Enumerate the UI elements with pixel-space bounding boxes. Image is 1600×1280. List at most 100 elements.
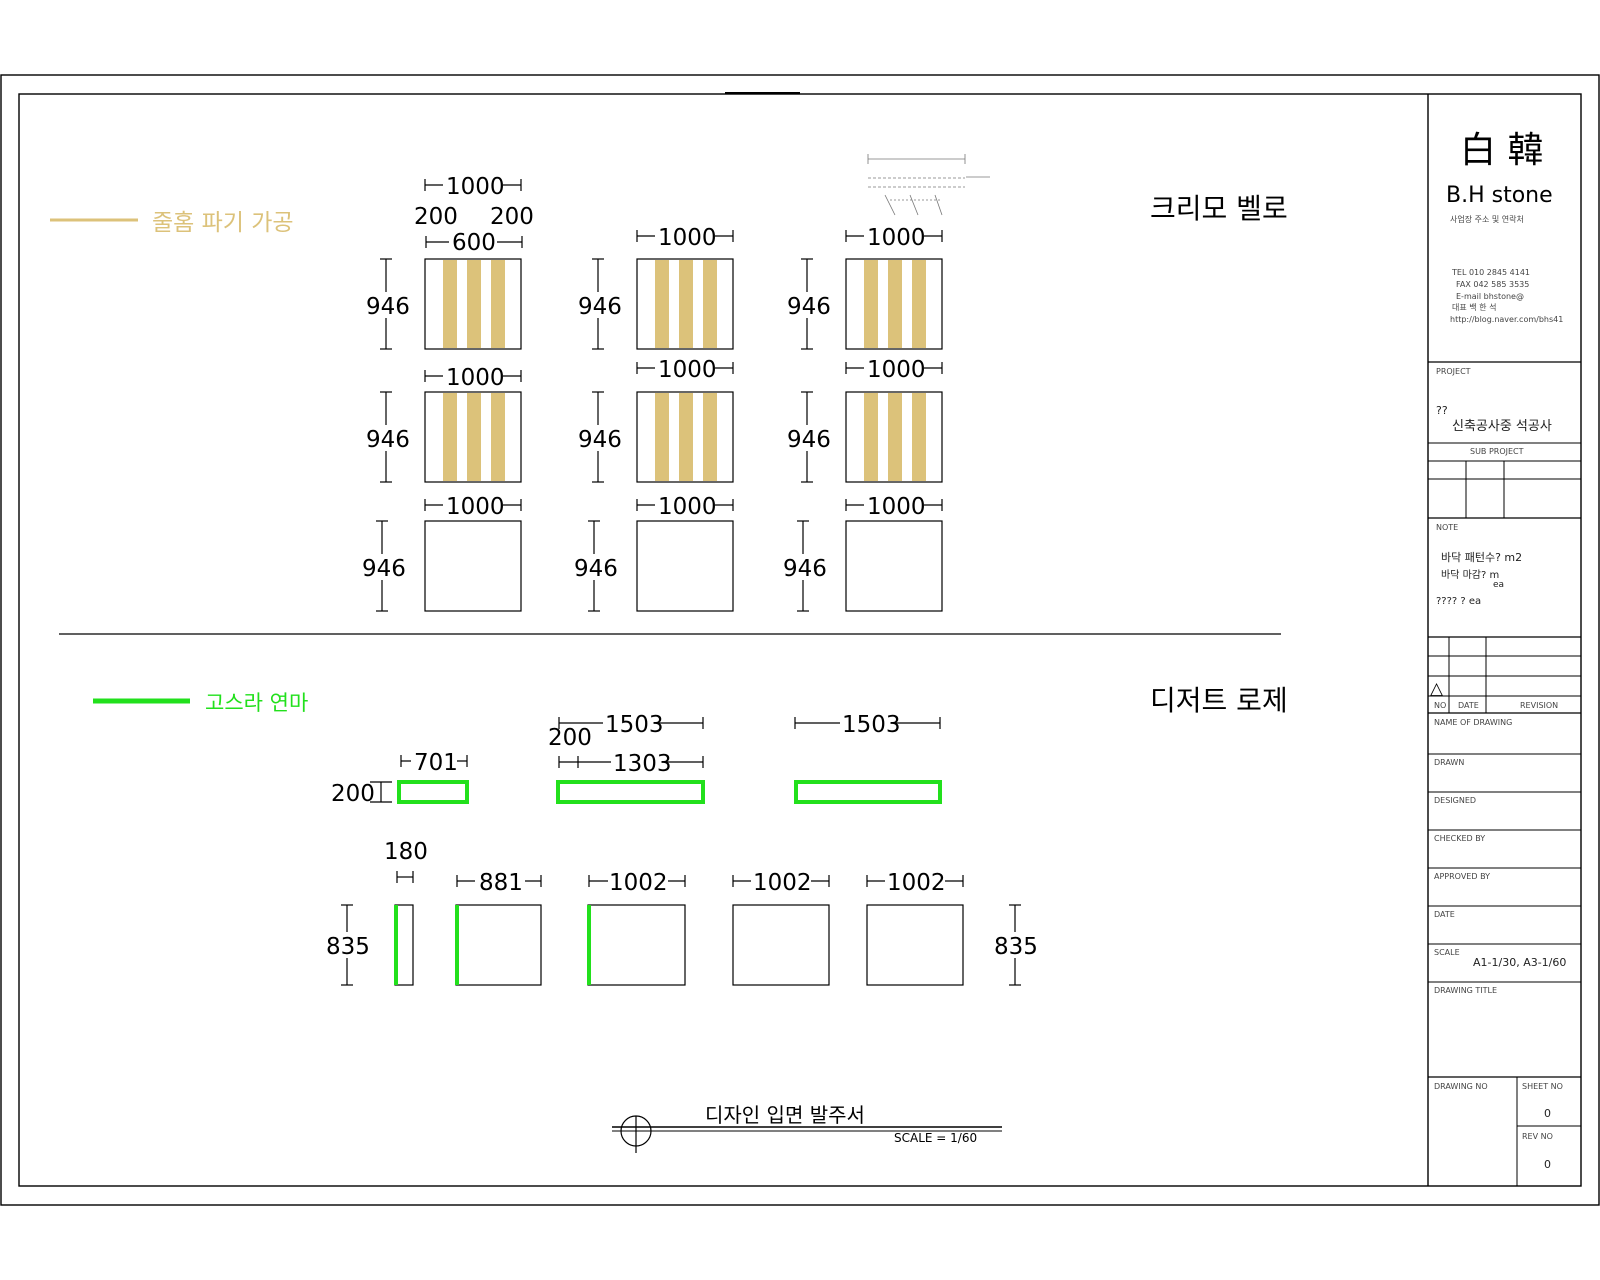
revision-triangle: △: [1430, 679, 1444, 699]
field-drawing-title: DRAWING TITLE: [1434, 986, 1497, 995]
project-name: 신축공사중 석공사: [1452, 419, 1552, 434]
groove-strip: [491, 260, 505, 348]
note-line-2: ???? ? ea: [1436, 596, 1481, 607]
rev-header-revision: REVISION: [1520, 701, 1558, 710]
tile-c2-r3: 1000 946: [572, 492, 734, 612]
dim-835-left: 835: [326, 934, 370, 960]
rev-no: 0: [1544, 1158, 1551, 1171]
rev-header-no: NO: [1434, 701, 1446, 710]
groove-strip: [467, 260, 481, 348]
dim-1000: 1000: [658, 357, 717, 383]
groove-strip: [655, 393, 669, 481]
dim-1000: 1000: [446, 494, 505, 520]
tile-c2-r1: 1000 946: [576, 223, 734, 350]
field-approved: APPROVED BY: [1434, 872, 1490, 881]
scale-value: A1-1/30, A3-1/60: [1473, 956, 1566, 969]
company-line-0: 사업장 주소 및 연락처: [1450, 214, 1524, 224]
title-block: 白 韓 B.H stone 사업장 주소 및 연락처 TEL 010 2845 …: [1428, 130, 1581, 1186]
drawing-title: 디자인 입면 발주서: [705, 1103, 865, 1127]
project-label: PROJECT: [1436, 367, 1471, 376]
drawing-no-label: DRAWING NO: [1434, 1082, 1488, 1091]
dim-200-strip: 200: [331, 781, 375, 807]
company-line-3: E-mail bhstone@: [1456, 292, 1524, 301]
top-tile-grid: 1000 946 1000 946 1000 946 1000 946 1000 946 1000 9…: [360, 172, 943, 612]
drawing-scale: SCALE = 1/60: [894, 1131, 977, 1145]
project-marks: ??: [1436, 404, 1448, 417]
tile-c3-r3: 1000 946: [781, 492, 943, 612]
field-checked: CHECKED BY: [1434, 834, 1485, 843]
groove-strip: [912, 393, 926, 481]
field-date: DATE: [1434, 910, 1455, 919]
groove-strip: [467, 393, 481, 481]
dim-200-left: 200: [414, 204, 458, 230]
dim-1503-a: 1503: [605, 712, 664, 738]
dim-1002-a: 1002: [609, 870, 668, 896]
strip-1503-a: [556, 710, 705, 804]
tile-c1-r3: 1000 946: [360, 492, 522, 612]
company-line-2: FAX 042 585 3535: [1456, 280, 1529, 289]
field-drawn: DRAWN: [1434, 758, 1464, 767]
dim-946: 946: [578, 294, 622, 320]
strip-1503-b: [794, 710, 942, 804]
tile-c1-r2: 1000 946: [364, 363, 522, 483]
legend-polish-label: 고스라 연마: [205, 691, 308, 715]
dim-1303: 1303: [613, 751, 672, 777]
dim-1000: 1000: [867, 494, 926, 520]
dim-946: 946: [783, 556, 827, 582]
dim-1002-b: 1002: [753, 870, 812, 896]
bottom-tile-row: 180 881 1002 1002 1002: [324, 839, 1038, 986]
field-name-of-drawing: NAME OF DRAWING: [1434, 718, 1512, 727]
inner-border: [18, 93, 1582, 1187]
groove-strip: [864, 393, 878, 481]
sheet-no-label: SHEET NO: [1522, 1082, 1563, 1091]
groove-strip: [443, 260, 457, 348]
tile-1002-a: [587, 904, 686, 986]
section-title-bottom: 디저트 로제: [1150, 684, 1288, 717]
dim-1000: 1000: [446, 365, 505, 391]
company-line-5: http://blog.naver.com/bhs41: [1450, 315, 1563, 324]
tile-1002-c: [866, 904, 964, 986]
groove-strip: [679, 260, 693, 348]
dim-946: 946: [787, 427, 831, 453]
dim-1000: 1000: [658, 494, 717, 520]
rev-no-label: REV NO: [1522, 1132, 1553, 1141]
dim-946: 946: [578, 427, 622, 453]
groove-strip: [655, 260, 669, 348]
strip-row: 701 200 1503 1303 200 1503: [331, 710, 942, 807]
groove-strip: [679, 393, 693, 481]
dim-line-600: [425, 230, 523, 254]
dim-835-right: 835: [994, 934, 1038, 960]
section-title-top: 크리모 벨로: [1150, 192, 1288, 225]
tile-881: [455, 904, 542, 986]
logo-english: B.H stone: [1446, 183, 1553, 208]
groove-strip: [888, 260, 902, 348]
outer-border: [0, 74, 1600, 1206]
groove-strip: [491, 393, 505, 481]
dim-946: 946: [362, 556, 406, 582]
groove-strip: [443, 393, 457, 481]
dim-946: 946: [574, 556, 618, 582]
sub-project-label: SUB PROJECT: [1470, 447, 1524, 456]
groove-strip: [864, 260, 878, 348]
faded-annotation: [867, 154, 990, 216]
field-designed: DESIGNED: [1434, 796, 1476, 805]
dim-1000: 1000: [658, 225, 717, 251]
groove-strip: [912, 260, 926, 348]
groove-strip: [703, 260, 717, 348]
drawing-title-symbol: [612, 1115, 1002, 1153]
legend-groove-label: 줄홈 파기 가공: [152, 210, 294, 236]
groove-strip: [703, 393, 717, 481]
dim-1000: 1000: [867, 225, 926, 251]
dim-180: 180: [384, 839, 428, 865]
dim-881: 881: [479, 870, 523, 896]
dim-200-offset: 200: [548, 725, 592, 751]
dim-946: 946: [366, 427, 410, 453]
field-scale: SCALE: [1434, 948, 1460, 957]
dim-946: 946: [366, 294, 410, 320]
logo-chinese: 白 韓: [1460, 130, 1543, 171]
dim-1503-b: 1503: [842, 712, 901, 738]
note-unit: ea: [1493, 580, 1504, 590]
